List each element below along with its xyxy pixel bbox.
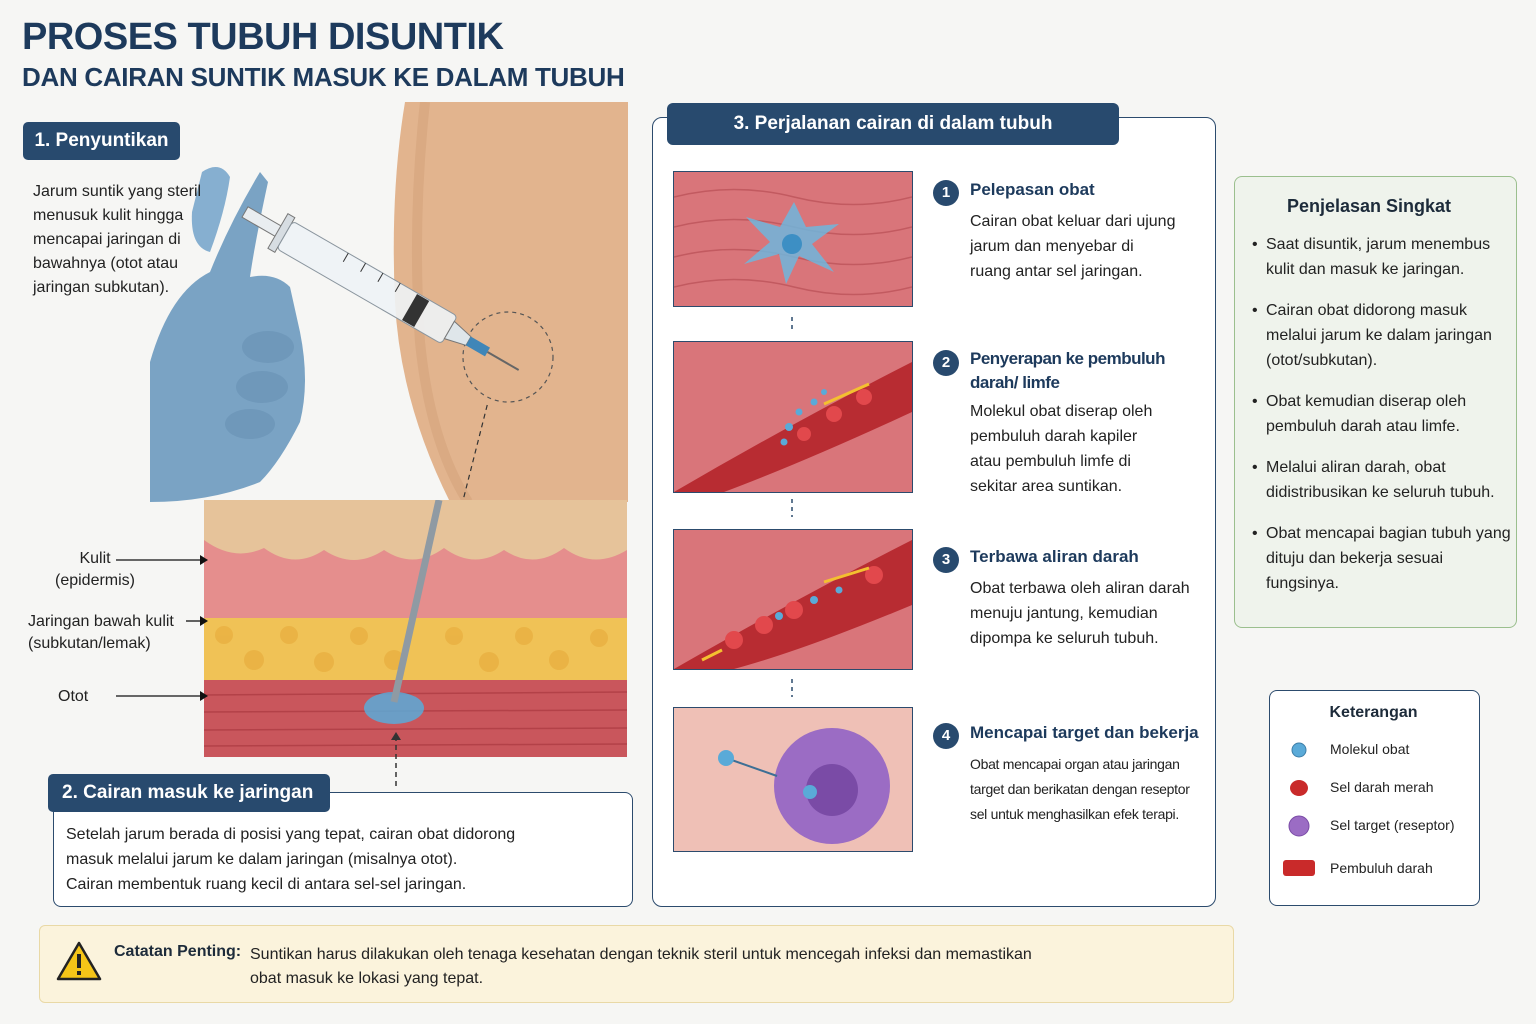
layer-label-sub-line2: (subkutan/lemak) [28,635,151,652]
fat-layer [204,618,627,680]
step-line: target dan berikatan dengan reseptor [970,781,1190,797]
step-title: Penyerapan ke pembuluh darah/ limfe [970,349,1165,392]
note-line: obat masuk ke lokasi yang tepat. [250,970,484,987]
arrow-up-indicator [391,732,401,786]
step-line: ruang antar sel jaringan. [970,263,1143,280]
layer-label-sub-line1: Jaringan bawah kulit [28,613,174,630]
syringe-stopper [402,294,430,327]
step-line: Cairan obat keluar dari ujung [970,213,1176,230]
step-number: 2 [933,350,959,376]
explanation-title: Penjelasan Singkat [1286,196,1452,216]
section-2-text: Setelah jarum berada di posisi yang tepa… [66,822,626,897]
section-3-label: 3. Perjalanan cairan di dalam tubuh [667,103,1119,145]
legend-title: Keterangan [1329,704,1418,721]
dermis-layer [204,540,627,618]
layer-label-muscle: Otot [58,688,89,705]
warning-icon [56,941,102,981]
step-number: 4 [933,723,959,749]
syringe [241,206,520,371]
note-box [39,925,1234,1003]
note-line: Suntikan harus dilakukan oleh tenaga kes… [250,946,1032,963]
glove-finger [242,331,294,363]
panel-bloodstream [673,529,913,670]
needle-in-skin [390,500,443,703]
layer-label-skin-line2: (epidermis) [54,572,135,589]
arm-shade [411,102,473,502]
page-subtitle: DAN CAIRAN SUNTIK MASUK KE DALAM TUBUH [22,62,625,92]
panel-target [673,707,913,852]
step-line: atau pembuluh limfe di [970,453,1131,470]
step-text: Obat terbawa oleh aliran darah menuju ja… [970,576,1210,651]
step-line: dipompa ke seluruh tubuh. [970,630,1159,647]
section-2-line: Cairan membentuk ruang kecil di antara s… [66,876,467,893]
explanation-item: Melalui aliran darah, obat didistribusik… [1250,455,1518,505]
skin-cross-section [204,500,627,757]
step-line: Obat terbawa oleh aliran darah [970,580,1190,597]
layer-arrows [116,555,208,701]
step-text: Cairan obat keluar dari ujung jarum dan … [970,209,1210,284]
step-number: 3 [933,547,959,573]
step-line: Obat mencapai organ atau jaringan [970,756,1180,772]
step-title: Terbawa aliran darah [970,547,1139,566]
explanation-item: Obat kemudian diserap oleh pembuluh dara… [1250,389,1518,439]
step-title: Mencapai target dan bekerja [970,723,1199,742]
note-label: Catatan Penting: [114,943,242,960]
panel-connectors [791,317,793,697]
panel-absorption [673,341,913,493]
layer-label-subcutaneous: Jaringan bawah kulit (subkutan/lemak) [28,611,188,655]
step-line: menuju jantung, kemudian [970,605,1158,622]
section-2-line: Setelah jarum berada di posisi yang tepa… [66,826,516,843]
glove-finger [225,409,275,439]
step-line: pembuluh darah kapiler [970,428,1138,445]
explanation-item: Obat mencapai bagian tubuh yang dituju d… [1250,521,1518,596]
flow-arrow [823,382,870,406]
step-text: Obat mencapai organ atau jaringan target… [970,752,1210,827]
layer-label-skin-line1: Kulit [79,550,111,567]
epidermis-layer [204,500,627,560]
section-1-label: 1. Penyuntikan [23,122,180,160]
injection-illustration [150,102,628,502]
drug-fluid-pocket [364,692,424,724]
drug-molecule [718,750,734,766]
needle-hub [465,336,490,357]
legend-item-vessel: Pembuluh darah [1330,860,1433,876]
legend-item-target: Sel target (reseptor) [1330,817,1455,833]
legend-swatches [1283,742,1315,876]
explanation-item: Saat disuntik, jarum menembus kulit dan … [1250,232,1518,282]
glove-finger [236,371,288,403]
target-cell-icon [1288,815,1310,837]
drug-molecule-icon [1291,742,1307,758]
red-blood-cell-icon [1290,780,1308,796]
legend-item-rbc: Sel darah merah [1330,779,1434,795]
section-1-text: Jarum suntik yang steril menusuk kulit h… [33,183,202,296]
zoom-guide-line [461,401,489,502]
step-line: sel untuk menghasilkan efek terapi. [970,806,1179,822]
step-line: Molekul obat diserap oleh [970,403,1153,420]
panel-drug-release [673,171,913,307]
explanation-item: Cairan obat didorong masuk melalui jarum… [1250,298,1518,373]
step-text: Molekul obat diserap oleh pembuluh darah… [970,399,1210,499]
blood-vessel-icon [1283,860,1315,876]
layer-label-skin: Kulit (epidermis) [40,548,150,592]
legend-item-drug: Molekul obat [1330,741,1410,757]
injection-zoom-circle [462,311,554,403]
section-2-label: 2. Cairan masuk ke jaringan [48,774,330,812]
syringe-tip [443,320,472,346]
needle [486,351,520,371]
step-line: sekitar area suntikan. [970,478,1123,495]
section-2-line: masuk melalui jarum ke dalam jaringan (m… [66,851,458,868]
step-line: jarum dan menyebar di [970,238,1134,255]
explanation-list: Saat disuntik, jarum menembus kulit dan … [1250,232,1518,612]
step-title: Pelepasan obat [970,180,1095,199]
arm-shape [393,102,628,502]
page-title: PROSES TUBUH DISUNTIK [22,16,504,58]
note-text: Suntikan harus dilakukan oleh tenaga kes… [250,943,1130,991]
glove-thumb [191,167,230,252]
step-number: 1 [933,180,959,206]
